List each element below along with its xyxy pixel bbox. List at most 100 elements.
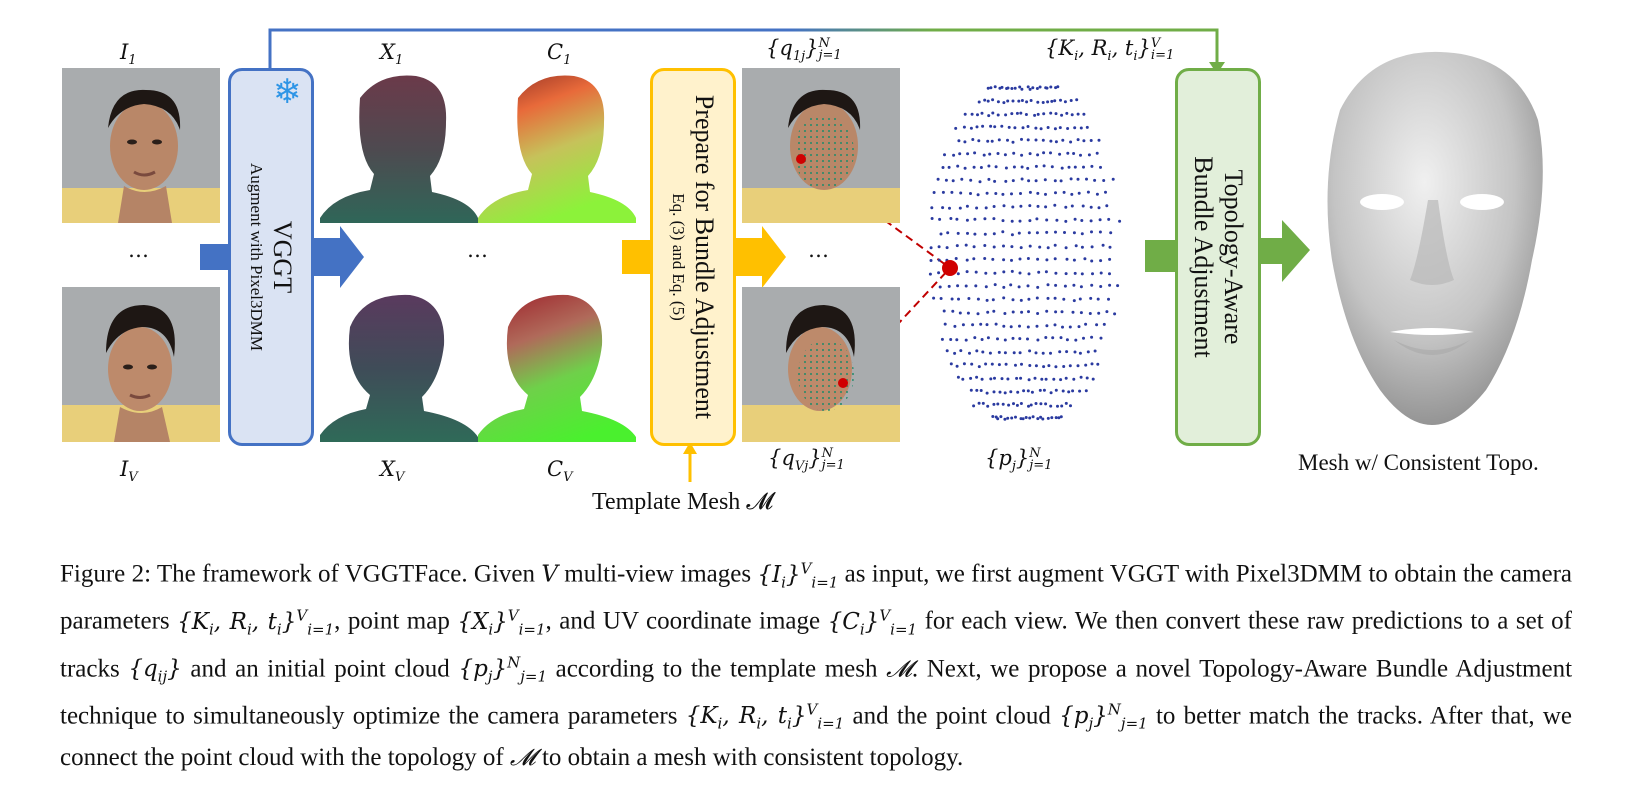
point-cloud-dot <box>985 323 989 327</box>
point-cloud-dot <box>1044 377 1048 381</box>
q1-close: } <box>805 36 819 60</box>
point-cloud-dot <box>974 284 978 288</box>
caption-math-pj2: {pj}Nj=1 <box>1059 701 1148 733</box>
caption-cams2-sup: V <box>806 700 818 719</box>
point-cloud-dot <box>1054 230 1057 234</box>
point-cloud-dot <box>1080 272 1084 276</box>
point-cloud-dot <box>1012 351 1016 355</box>
point-cloud-dot <box>1080 232 1084 236</box>
caption-math-qij: {qij} <box>128 656 182 686</box>
caption-Ii-sub: i=1 <box>811 573 839 592</box>
point-cloud-dot <box>1099 271 1103 275</box>
point-cloud-dot <box>1079 126 1083 130</box>
point-cloud-dot <box>1059 415 1063 419</box>
point-cloud-dot <box>989 377 993 381</box>
cams-t-sub: i <box>1133 49 1138 65</box>
point-cloud-dot <box>1091 272 1094 276</box>
point-cloud-dot <box>1009 390 1013 394</box>
qV-range: j=1 <box>821 457 845 473</box>
point-cloud-dot <box>969 126 973 130</box>
point-cloud-dot <box>1054 310 1058 314</box>
caption-text-4: , point map <box>334 607 458 635</box>
caption-Ci-close: } <box>864 608 880 635</box>
point-cloud-dot <box>932 191 936 194</box>
label-X1: X1 <box>380 40 403 68</box>
point-cloud-dot <box>1027 378 1031 382</box>
point-cloud-dot <box>1049 85 1053 89</box>
point-cloud-dot <box>993 125 997 129</box>
point-cloud-dot <box>1089 296 1093 300</box>
point-cloud-dot <box>1002 101 1006 105</box>
caption-Xi-close: } <box>493 608 508 635</box>
point-cloud-dot <box>1080 245 1084 249</box>
q1-open: {q <box>766 36 793 60</box>
point-cloud-dot <box>964 243 968 247</box>
point-cloud-dot <box>1099 165 1102 169</box>
label-IV-sub: V <box>128 470 138 486</box>
point-cloud-dot <box>1086 190 1090 194</box>
point-cloud-dot <box>1102 179 1106 182</box>
label-I1: I1 <box>120 40 137 68</box>
caption-math-V: V <box>541 561 558 588</box>
point-cloud-dot <box>1047 364 1051 368</box>
point-cloud-dot <box>972 257 976 261</box>
point-cloud-dot <box>1072 258 1076 262</box>
point-cloud-dot <box>966 311 970 315</box>
point-cloud-dot <box>985 191 989 195</box>
vggt-box: ❄ VGGT Augment with Pixel3DMM <box>228 68 314 446</box>
point-cloud-dot <box>1024 416 1028 419</box>
point-cloud-dot <box>955 338 959 342</box>
caption-Ci-sub: i=1 <box>890 620 918 639</box>
point-cloud-dot <box>1049 351 1052 355</box>
point-cloud-dot <box>937 258 941 262</box>
point-cloud-dot <box>1046 100 1050 104</box>
point-cloud-dot <box>1109 231 1113 235</box>
point-cloud-dot <box>1091 377 1095 381</box>
caption-Xi-i: i <box>488 620 494 639</box>
point-cloud-dot <box>1043 178 1047 182</box>
point-cloud-dot <box>985 391 989 395</box>
caption-Ii-open: {I <box>757 561 782 588</box>
point-cloud-dot <box>1036 285 1040 289</box>
pj-sup: N <box>1029 445 1041 461</box>
caption-qij-close: } <box>167 656 182 683</box>
topology-ba-box: Topology-Aware Bundle Adjustment <box>1175 68 1261 446</box>
point-cloud-dot <box>1063 284 1067 288</box>
point-cloud-dot <box>1046 283 1050 287</box>
caption-cams-i: i <box>208 620 214 639</box>
caption-text-12: to obtain a mesh with consistent topolog… <box>535 744 964 771</box>
point-cloud-dot <box>1036 204 1040 208</box>
point-cloud-dot <box>1079 311 1083 315</box>
point-cloud-dot <box>949 217 953 220</box>
point-cloud-dot <box>1065 111 1069 115</box>
point-cloud-dot <box>1007 403 1011 407</box>
output-mesh <box>1327 51 1543 425</box>
point-cloud-dot <box>1108 257 1112 261</box>
point-cloud-dot <box>1054 283 1058 287</box>
point-cloud-dot <box>986 310 990 314</box>
point-cloud-dot <box>1073 217 1077 221</box>
point-cloud-dot <box>1054 86 1058 90</box>
point-cloud-dot <box>1041 138 1045 142</box>
point-cloud-dot <box>1089 205 1093 209</box>
point-cloud-dot <box>991 111 995 115</box>
point-cloud-dot <box>1053 243 1057 247</box>
point-cloud-dot <box>1033 113 1037 117</box>
point-cloud-dot <box>1036 112 1040 116</box>
caption-cams2-sub: i=1 <box>817 715 845 733</box>
point-cloud-dot <box>952 153 956 157</box>
point-cloud-dot <box>1118 219 1122 223</box>
point-cloud-dot <box>943 153 946 157</box>
point-cloud-dot <box>1078 297 1082 301</box>
point-cloud-dot <box>1073 126 1077 130</box>
point-cloud-dot <box>1018 271 1022 275</box>
point-cloud-dot <box>1069 404 1072 408</box>
caption-cams-Ri: i <box>246 620 252 639</box>
caption-text-10: and the point cloud <box>844 702 1060 730</box>
point-cloud-dot <box>960 177 964 181</box>
point-cloud-dot <box>1026 138 1030 142</box>
point-cloud-dot <box>973 151 977 155</box>
topology-ba-text: Topology-Aware Bundle Adjustment <box>1188 156 1248 358</box>
tracked-face-icon <box>742 287 900 442</box>
